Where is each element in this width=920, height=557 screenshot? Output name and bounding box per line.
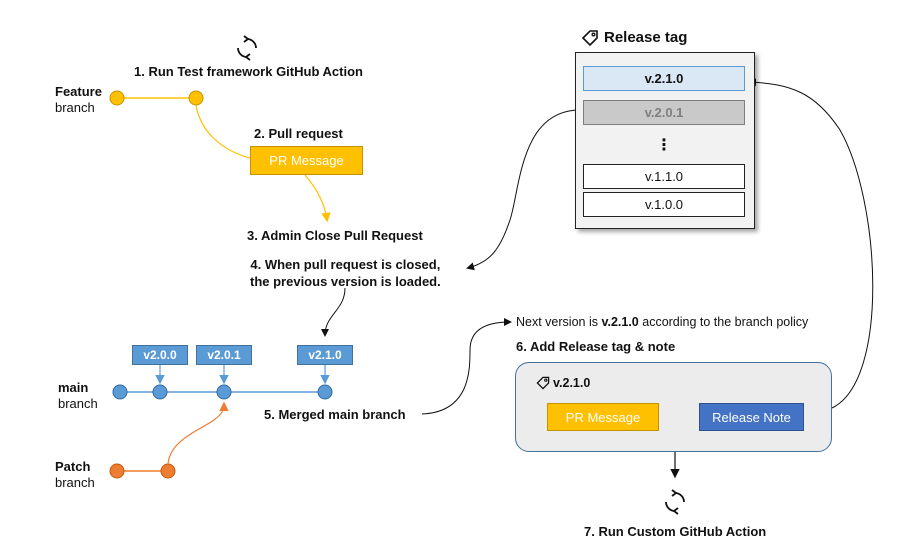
release-box-pr-message: PR Message	[547, 403, 659, 431]
main-tag-v201: v2.0.1	[196, 345, 252, 365]
merge-to-next-version-connector	[421, 318, 512, 415]
main-branch-sub: branch	[58, 396, 98, 411]
release-tag-row-v110: v.1.1.0	[583, 164, 745, 189]
main-commit-1	[112, 384, 128, 400]
main-tag-v200: v2.0.0	[132, 345, 188, 365]
release-to-tag-connector	[748, 78, 874, 409]
patch-branch-title: Patch	[55, 459, 91, 474]
main-commit-2	[152, 384, 168, 400]
release-box-tag: v.2.1.0	[553, 376, 591, 390]
release-tag-ellipsis: ⋮	[656, 137, 672, 154]
feature-branch-sub: branch	[55, 100, 95, 115]
patch-commit-2	[160, 463, 176, 479]
feature-commit-1	[109, 90, 125, 106]
step4-to-main-connector	[321, 287, 346, 337]
main-tag-v210: v2.1.0	[297, 345, 353, 365]
release-tag-row-previous: v.2.0.1	[583, 100, 745, 125]
step3-label: 3. Admin Close Pull Request	[247, 228, 423, 243]
patch-merge-connector	[167, 401, 229, 465]
main-commit-4	[317, 384, 333, 400]
next-version-value: v.2.1.0	[601, 315, 639, 329]
release-note-box: Release Note	[699, 403, 804, 431]
step4-line1: 4. When pull request is closed,	[250, 257, 441, 272]
feature-branch-title: Feature	[55, 84, 102, 99]
step2-label: 2. Pull request	[254, 126, 343, 141]
feature-commit-2	[188, 90, 204, 106]
patch-branch-sub: branch	[55, 475, 95, 490]
main-commit-3	[216, 384, 232, 400]
release-tag-panel: v.2.1.0 v.2.0.1 ⋮ v.1.1.0 v.1.0.0	[575, 52, 755, 229]
patch-branch-label: Patch branch	[55, 459, 95, 491]
release-tag-row-v100: v.1.0.0	[583, 192, 745, 217]
next-version-prefix: Next version is	[516, 315, 602, 329]
release-box-tag-icon	[535, 375, 551, 391]
next-version-suffix: according to the branch policy	[638, 315, 809, 329]
feature-branch-label: Feature branch	[55, 84, 102, 116]
step4-label: 4. When pull request is closed, the prev…	[250, 256, 441, 290]
feature-to-pr-connector	[195, 104, 251, 159]
release-tag-row-current: v.2.1.0	[583, 66, 745, 91]
patch-commit-1	[109, 463, 125, 479]
pr-message-box: PR Message	[250, 146, 363, 175]
next-version-note: Next version is v.2.1.0 according to the…	[516, 315, 808, 329]
refresh-cycle-icon-bottom	[662, 489, 688, 515]
step6-label: 6. Add Release tag & note	[516, 339, 676, 354]
refresh-cycle-icon	[234, 35, 260, 61]
main-branch-title: main	[58, 380, 89, 395]
step5-label: 5. Merged main branch	[264, 407, 406, 422]
step4-line2: the previous version is loaded.	[250, 274, 441, 289]
pr-to-close-connector	[304, 174, 331, 223]
tag-icon	[580, 28, 600, 48]
step1-label: 1. Run Test framework GitHub Action	[134, 64, 363, 79]
step7-label: 7. Run Custom GitHub Action	[584, 524, 767, 539]
release-box: v.2.1.0 PR Message Release Note	[515, 362, 832, 452]
previous-version-connector	[466, 109, 581, 271]
main-branch-label: main branch	[58, 380, 98, 412]
release-tag-title: Release tag	[604, 29, 688, 46]
